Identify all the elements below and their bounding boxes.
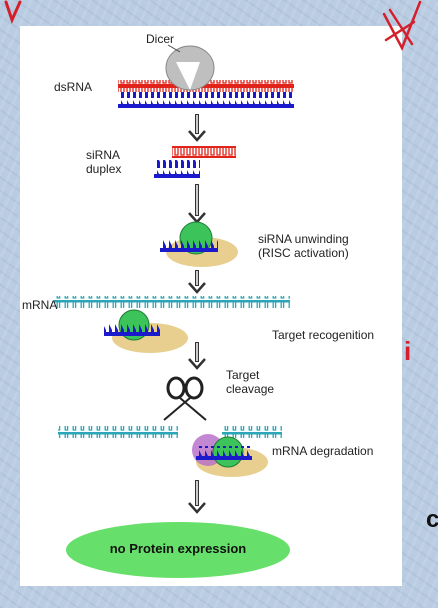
pen-mark-right: [382, 0, 422, 51]
risc-complex-bound: [104, 309, 188, 353]
down-arrow-icon: [188, 114, 206, 142]
dicer-enzyme: [165, 44, 215, 91]
label-dicer: Dicer: [146, 32, 175, 46]
sirna-duplex: [154, 146, 236, 178]
label-mrna-degradation: mRNA degradation: [272, 444, 374, 458]
edge-letter-c: c: [426, 506, 438, 533]
down-arrow-icon: [188, 342, 206, 370]
dsrna-molecule: [118, 80, 294, 108]
label-mrna: mRNA: [22, 298, 58, 312]
label-unwinding: siRNA unwinding (RISC activation): [258, 232, 349, 260]
label-sirna-duplex: siRNA duplex: [86, 148, 122, 176]
mrna-strand-full: [54, 296, 290, 308]
risc-complex-activation: [160, 221, 238, 267]
down-arrow-icon: [188, 480, 206, 514]
mrna-fragments: [58, 426, 282, 438]
down-arrow-icon: [188, 270, 206, 294]
label-outcome: no Protein expression: [109, 541, 247, 556]
edge-letter-i: i: [404, 336, 412, 366]
flow-arrows: [188, 114, 206, 514]
label-target-recognition: Target recogenition: [272, 328, 375, 342]
risc-complex-degradation: [192, 434, 268, 477]
scissors-icon: [163, 376, 207, 421]
outcome-ellipse: [66, 522, 290, 578]
label-dsrna: dsRNA: [54, 80, 93, 94]
down-arrow-icon: [188, 184, 206, 224]
label-target-cleavage: Target cleavage: [226, 368, 275, 396]
pen-mark-left: [4, 0, 22, 25]
